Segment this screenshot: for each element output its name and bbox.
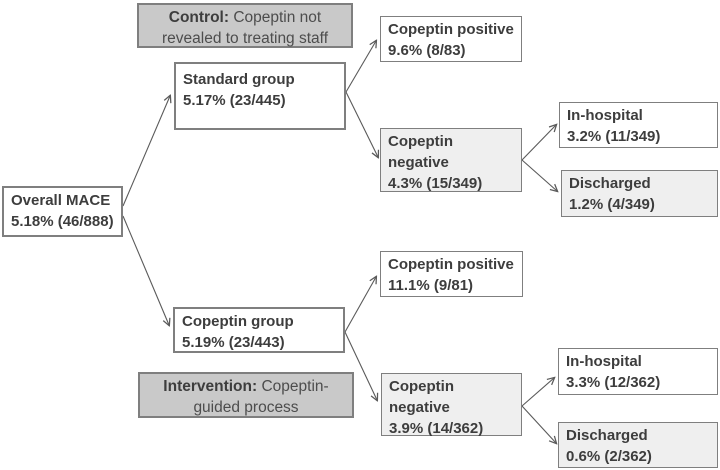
- arrow-stdneg-to-discharged: [521, 159, 557, 191]
- std-copeptin-negative-title2: negative: [388, 154, 449, 171]
- arrow-standard-to-negative: [345, 91, 378, 157]
- intervention-note-box: Intervention: Copeptin-guided process: [138, 372, 354, 418]
- control-note-box: Control: Copeptin not revealed to treati…: [137, 3, 353, 48]
- std-inhospital-box: In-hospital 3.2% (11/349): [559, 102, 718, 148]
- arrow-copgroup-to-positive: [344, 277, 376, 333]
- guided-discharged-box: Discharged 0.6% (2/362): [558, 422, 718, 468]
- std-discharged-title: Discharged: [569, 175, 651, 192]
- copeptin-group-value: 5.19% (23/443): [182, 334, 285, 351]
- control-note-prefix: Control:: [168, 9, 230, 26]
- guided-copeptin-positive-value: 11.1% (9/81): [388, 277, 474, 294]
- arrow-overall-to-standard: [122, 96, 170, 207]
- standard-group-box: Standard group 5.17% (23/445): [174, 62, 346, 130]
- overall-mace-title: Overall MACE: [11, 192, 111, 209]
- copeptin-group-title: Copeptin group: [182, 313, 294, 330]
- std-copeptin-positive-title: Copeptin positive: [388, 21, 514, 38]
- copeptin-group-box: Copeptin group 5.19% (23/443): [173, 307, 345, 353]
- std-discharged-box: Discharged 1.2% (4/349): [561, 170, 718, 217]
- arrow-copneg-to-discharged: [521, 405, 556, 443]
- guided-inhospital-value: 3.3% (12/362): [566, 374, 661, 391]
- intervention-note-prefix: Intervention:: [163, 378, 258, 395]
- guided-copeptin-negative-box: Copeptin negative 3.9% (14/362): [381, 373, 522, 437]
- intervention-note-text: Copeptin-guided process: [193, 378, 329, 416]
- guided-inhospital-title: In-hospital: [566, 353, 642, 370]
- std-copeptin-positive-value: 9.6% (8/83): [388, 42, 466, 59]
- std-copeptin-negative-box: Copeptin negative 4.3% (15/349): [380, 128, 522, 192]
- std-copeptin-positive-box: Copeptin positive 9.6% (8/83): [380, 16, 522, 62]
- arrow-copneg-to-inhospital: [521, 378, 554, 407]
- guided-copeptin-negative-value: 3.9% (14/362): [389, 420, 484, 437]
- guided-inhospital-box: In-hospital 3.3% (12/362): [558, 348, 718, 395]
- guided-copeptin-negative-title1: Copeptin: [389, 378, 454, 395]
- guided-copeptin-positive-title: Copeptin positive: [388, 256, 514, 273]
- std-inhospital-value: 3.2% (11/349): [567, 128, 661, 145]
- arrow-stdneg-to-inhospital: [521, 125, 556, 161]
- guided-discharged-value: 0.6% (2/362): [566, 448, 652, 465]
- guided-copeptin-positive-box: Copeptin positive 11.1% (9/81): [380, 251, 523, 297]
- guided-copeptin-negative-title2: negative: [389, 399, 450, 416]
- std-copeptin-negative-title1: Copeptin: [388, 133, 453, 150]
- std-inhospital-title: In-hospital: [567, 107, 643, 124]
- standard-group-value: 5.17% (23/445): [183, 92, 286, 109]
- overall-mace-box: Overall MACE 5.18% (46/888): [2, 186, 123, 237]
- control-note-text: Copeptin not revealed to treating staff: [161, 9, 328, 47]
- overall-mace-value: 5.18% (46/888): [11, 213, 114, 230]
- arrow-standard-to-positive: [345, 41, 376, 93]
- guided-discharged-title: Discharged: [566, 427, 648, 444]
- std-discharged-value: 1.2% (4/349): [569, 196, 655, 213]
- standard-group-title: Standard group: [183, 71, 295, 88]
- std-copeptin-negative-value: 4.3% (15/349): [388, 175, 483, 192]
- arrow-overall-to-copeptin-group: [122, 215, 169, 325]
